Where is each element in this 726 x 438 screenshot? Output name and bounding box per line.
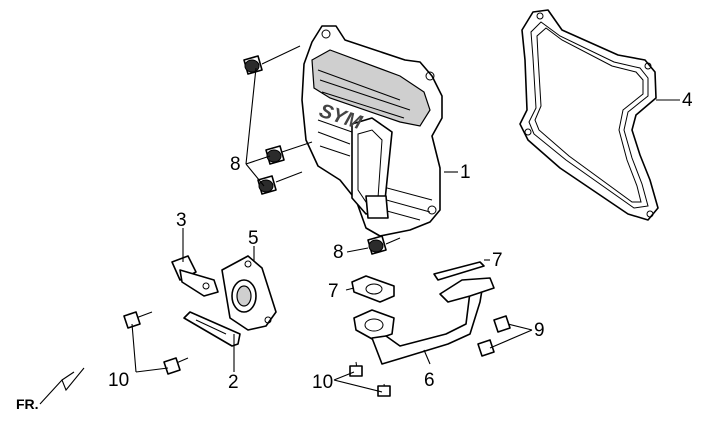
front-direction-marker: FR. [16, 367, 85, 412]
valve-part-3 [171, 255, 219, 297]
bolt-part-10-left-upper [123, 311, 153, 329]
callout-3: 3 [176, 210, 187, 231]
gasket-part-4 [519, 9, 659, 221]
callout-6: 6 [424, 370, 435, 391]
callout-8-pipe: 8 [333, 242, 344, 263]
bolt-part-10-left-lower [163, 357, 189, 375]
bolt-part-8-lower [257, 171, 303, 195]
callout-10-bottom: 10 [312, 372, 333, 393]
callout-7-left: 7 [328, 281, 339, 302]
gasket-part-7-strip [433, 261, 485, 281]
callout-5: 5 [248, 228, 259, 249]
callout-1: 1 [460, 162, 471, 183]
callout-8-left: 8 [230, 154, 241, 175]
cover-part-5 [221, 255, 277, 331]
bolt-part-8-top [243, 45, 301, 75]
bolt-part-8-pipe [367, 235, 401, 255]
callout-10-left: 10 [108, 370, 129, 391]
head-cover-part-1: SYM [301, 25, 443, 237]
pipe-part-6 [353, 277, 495, 365]
front-arrow-icon [39, 367, 85, 405]
leader-lines [131, 67, 680, 393]
callout-9: 9 [534, 320, 545, 341]
front-label: FR. [16, 396, 39, 412]
bracket-part-2 [183, 311, 241, 347]
bolt-part-9-lower [477, 339, 495, 357]
callout-7-right: 7 [492, 250, 503, 271]
bolt-part-8-middle [265, 141, 313, 165]
bolt-part-10-bottom-a [349, 361, 363, 377]
callout-4: 4 [682, 90, 693, 111]
callout-2: 2 [228, 372, 239, 393]
bolt-part-10-bottom-b [377, 383, 391, 397]
bolt-part-9-upper [493, 315, 511, 333]
gasket-part-7-flange [351, 275, 395, 303]
